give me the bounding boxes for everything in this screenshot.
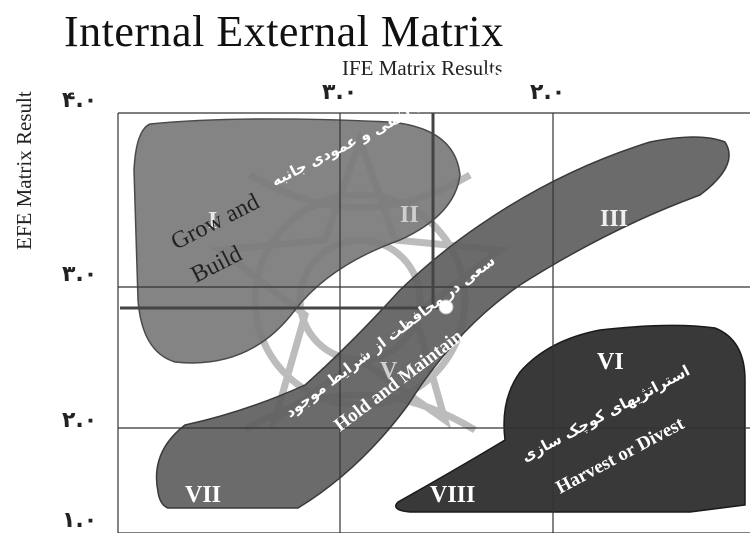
position-crosshair xyxy=(120,113,446,310)
cell-label-v: V xyxy=(380,358,398,384)
x-tick-3: ۳.۰ xyxy=(322,80,358,105)
grow-build-region xyxy=(133,118,461,364)
hold-maintain-region xyxy=(155,136,730,509)
y-tick-3: ۳.۰ xyxy=(62,262,98,287)
harvest-divest-region xyxy=(395,324,746,513)
y-tick-1: ۱.۰ xyxy=(62,508,98,533)
cell-label-ii: II xyxy=(400,202,419,228)
x-tick-2: ۲.۰ xyxy=(530,80,566,105)
x-axis-label: IFE Matrix Results xyxy=(342,56,503,80)
cell-label-viii: VIII xyxy=(430,482,475,508)
cell-label-i: I xyxy=(208,208,217,234)
position-marker xyxy=(438,299,454,315)
x-tick-4: ۴.۰ xyxy=(62,88,98,113)
cell-label-iii: III xyxy=(600,206,628,232)
page-title: Internal External Matrix xyxy=(64,7,504,56)
y-tick-2: ۲.۰ xyxy=(62,408,98,433)
cell-label-vi: VI xyxy=(597,349,624,375)
cell-label-vii: VII xyxy=(185,482,221,508)
